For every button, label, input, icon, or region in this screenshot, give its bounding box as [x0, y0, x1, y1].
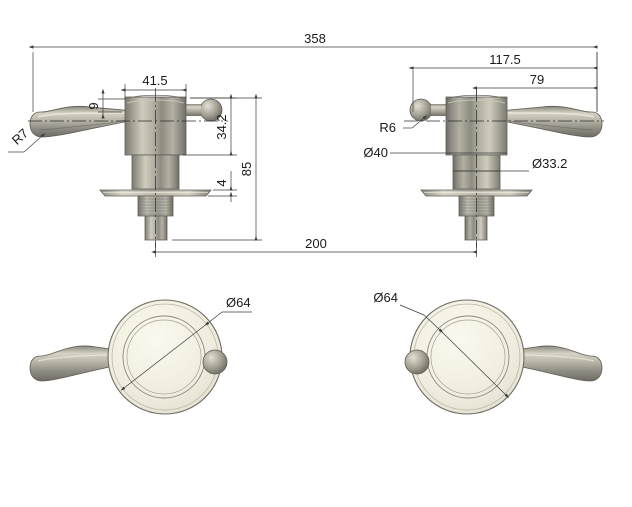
dimension-label-79: 79 [530, 72, 544, 87]
dimension-label-34-2: 34.2 [214, 114, 229, 139]
right-elevation-view [404, 88, 604, 248]
dimension-handle-reach-short: 79 [472, 72, 598, 100]
left-lever-handle [29, 105, 135, 138]
right-view-upper-body [445, 94, 508, 156]
dimension-flange-thickness: 4 [208, 171, 237, 202]
dimension-label-200: 200 [305, 236, 327, 251]
right-lever-handle [497, 105, 603, 138]
dimension-label-4: 4 [214, 179, 229, 186]
dimension-label-358: 358 [304, 31, 326, 46]
dimension-label-dia64-right: Ø64 [373, 290, 398, 305]
dimension-label-r7: R7 [9, 126, 31, 148]
leader-body-diameter-40: Ø40 [363, 145, 507, 160]
left-view-knob-ball [186, 98, 223, 122]
dimension-body-width: 41.5 [120, 73, 187, 99]
left-plan-knob-ball [202, 349, 228, 375]
leader-flange-diameter-64-right: Ø64 [373, 290, 510, 399]
dimension-label-41-5: 41.5 [142, 73, 167, 88]
dimension-handle-reach-long: 117.5 [408, 52, 598, 112]
dimension-label-dia64-left: Ø64 [226, 295, 251, 310]
left-view-spigot [144, 215, 168, 241]
dimension-handle-offset: 9 [86, 88, 125, 119]
leader-shank-diameter-33-2: Ø33.2 [453, 156, 567, 172]
leader-knob-radius-r6: R6 [379, 115, 428, 135]
dimension-label-r6: R6 [379, 120, 396, 135]
right-view-knob-ball [409, 98, 446, 122]
left-plan-view: Ø64 [29, 295, 252, 415]
dimension-label-117-5: 117.5 [489, 52, 521, 67]
leader-flange-diameter-64-left: Ø64 [120, 295, 252, 391]
dimension-label-85: 85 [239, 162, 254, 176]
right-plan-knob-ball [404, 349, 430, 375]
dimension-label-9: 9 [86, 102, 101, 109]
dimension-centre-to-centre: 200 [151, 236, 477, 257]
dimension-label-dia40: Ø40 [363, 145, 388, 160]
dimension-label-dia33-2: Ø33.2 [532, 156, 567, 171]
left-view-upper-body [124, 94, 187, 156]
left-elevation-view [28, 88, 228, 248]
dimension-overall-height: 85 [172, 93, 262, 241]
dimension-overall-width: 358 [28, 31, 598, 112]
right-view-spigot [464, 215, 488, 241]
right-plan-view: Ø64 [373, 290, 603, 415]
